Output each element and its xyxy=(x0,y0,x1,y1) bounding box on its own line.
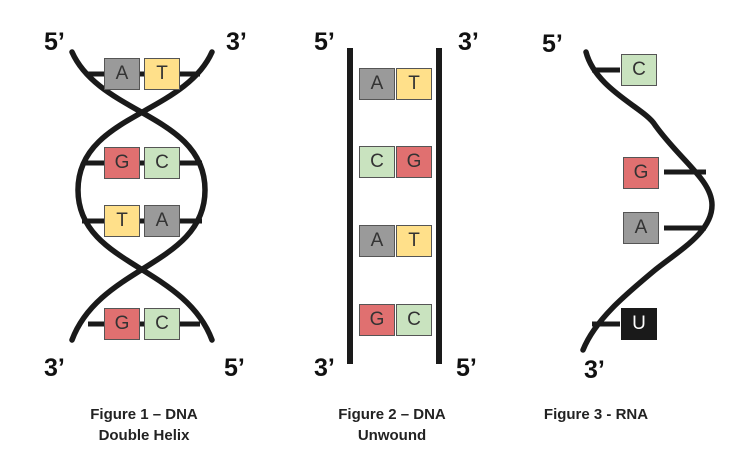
fig1-caption-line1: Figure 1 – DNA xyxy=(90,406,198,423)
fig2-base: C xyxy=(396,304,432,336)
fig2-bottom-left-label: 3’ xyxy=(314,354,335,382)
fig1-base: A xyxy=(104,58,140,90)
fig2-base: A xyxy=(359,225,395,257)
fig2-base: T xyxy=(396,225,432,257)
rna-base: U xyxy=(621,308,657,340)
fig1-bottom-right-label: 5’ xyxy=(224,354,245,382)
fig2-bottom-right-label: 5’ xyxy=(456,354,477,382)
fig2-base: A xyxy=(359,68,395,100)
fig3-caption-line1: Figure 3 - RNA xyxy=(543,406,649,423)
fig2-caption-line1: Figure 2 – DNA xyxy=(338,406,446,423)
fig1-base: C xyxy=(144,308,180,340)
fig1-base: T xyxy=(104,205,140,237)
helix-strand-1 xyxy=(69,49,208,343)
fig1-top-right-label: 3’ xyxy=(226,28,247,56)
fig1-base: C xyxy=(144,147,180,179)
fig1-base: G xyxy=(104,147,140,179)
helix-strand-2 xyxy=(75,49,215,343)
rna-base: C xyxy=(621,54,657,86)
fig1-base: T xyxy=(144,58,180,90)
fig1-top-left-label: 5’ xyxy=(44,28,65,56)
fig2-base: G xyxy=(359,304,395,336)
rna-base: G xyxy=(623,157,659,189)
fig2-top-left-label: 5’ xyxy=(314,28,335,56)
fig2-base: T xyxy=(396,68,432,100)
fig3-bottom-label: 3’ xyxy=(584,356,605,384)
fig1-base: G xyxy=(104,308,140,340)
fig2-base: C xyxy=(359,146,395,178)
fig2-caption-line2: Unwound xyxy=(357,427,427,444)
fig2-top-right-label: 3’ xyxy=(458,28,479,56)
rna-strand xyxy=(580,49,715,353)
fig2-caption: Figure 2 – DNA Unwound xyxy=(322,404,462,446)
fig1-caption-line2: Double Helix xyxy=(98,427,190,444)
fig3-caption: Figure 3 - RNA xyxy=(516,404,676,425)
fig1-caption: Figure 1 – DNA Double Helix xyxy=(74,404,214,446)
fig3-top-label: 5’ xyxy=(542,30,563,58)
fig1-base: A xyxy=(144,205,180,237)
fig1-bottom-left-label: 3’ xyxy=(44,354,65,382)
fig2-base: G xyxy=(396,146,432,178)
rna-base: A xyxy=(623,212,659,244)
